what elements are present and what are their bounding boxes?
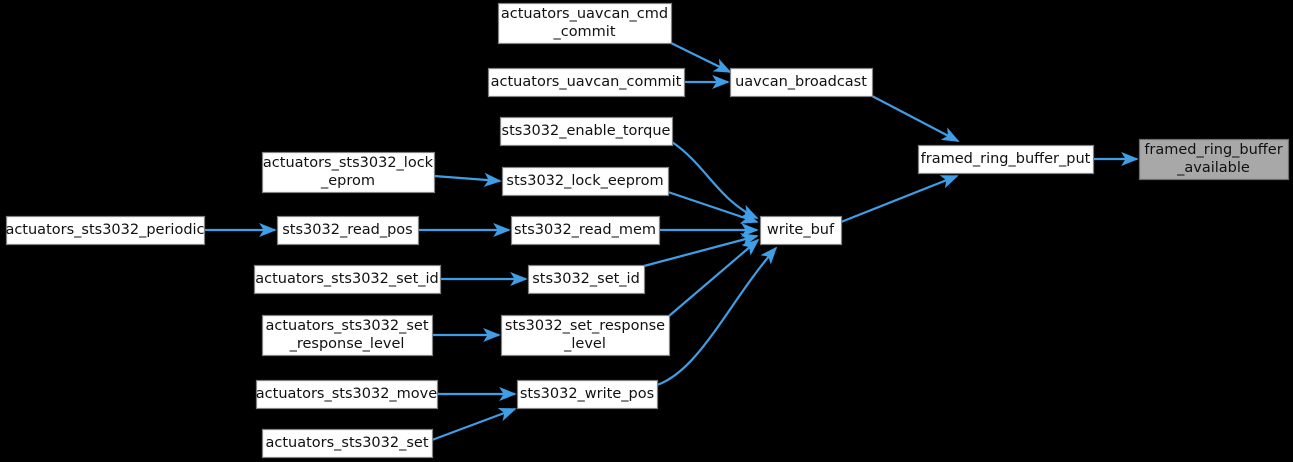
node-box[interactable] (729, 67, 874, 98)
node-box[interactable] (5, 215, 206, 246)
node-box[interactable] (917, 144, 1095, 175)
graph-node-actuators_uavcan_cmd_commit[interactable]: actuators_uavcan_cmd_commit (497, 2, 673, 45)
node-box[interactable] (501, 166, 670, 197)
call-edge (840, 174, 959, 224)
node-box[interactable] (261, 151, 436, 194)
graph-node-framed_ring_buffer_put[interactable]: framed_ring_buffer_put (917, 144, 1095, 175)
graph-node-actuators_sts3032_set_response_level[interactable]: actuators_sts3032_set_response_level (261, 314, 434, 357)
call-edge (656, 246, 778, 387)
node-box[interactable] (487, 67, 686, 98)
graph-node-write_buf[interactable]: write_buf (759, 215, 843, 246)
call-edge (433, 172, 502, 187)
graph-node-sts3032_lock_eeprom[interactable]: sts3032_lock_eeprom (501, 166, 670, 197)
node-box[interactable] (759, 215, 843, 246)
node-box[interactable] (261, 428, 434, 459)
call-edge (670, 42, 732, 73)
graph-node-actuators_sts3032_set[interactable]: actuators_sts3032_set (261, 428, 434, 459)
call-edge (643, 233, 759, 268)
graph-node-actuators_sts3032_periodic[interactable]: actuators_sts3032_periodic (5, 215, 206, 246)
node-box[interactable] (516, 379, 659, 410)
graph-node-framed_ring_buffer_available[interactable]: framed_ring_buffer_available (1138, 138, 1290, 181)
node-box[interactable] (261, 314, 434, 357)
node-box[interactable] (497, 2, 673, 45)
node-box[interactable] (255, 379, 439, 410)
graph-node-sts3032_write_pos[interactable]: sts3032_write_pos (516, 379, 659, 410)
graph-node-actuators_sts3032_move[interactable]: actuators_sts3032_move (255, 379, 439, 410)
edges-layer (204, 42, 1139, 442)
node-box[interactable] (276, 215, 420, 246)
graph-node-actuators_uavcan_commit[interactable]: actuators_uavcan_commit (487, 67, 686, 98)
call-edge (668, 238, 760, 317)
call-edge (667, 190, 759, 224)
graph-node-sts3032_read_pos[interactable]: sts3032_read_pos (276, 215, 420, 246)
graph-node-sts3032_enable_torque[interactable]: sts3032_enable_torque (499, 116, 674, 147)
graph-node-actuators_sts3032_lock_eprom[interactable]: actuators_sts3032_lock_eprom (261, 151, 436, 194)
graph-node-sts3032_set_response_level[interactable]: sts3032_set_response_level (500, 314, 671, 357)
node-box[interactable] (499, 116, 674, 147)
graph-node-actuators_sts3032_set_id[interactable]: actuators_sts3032_set_id (253, 264, 442, 295)
graph-node-sts3032_set_id[interactable]: sts3032_set_id (527, 264, 646, 295)
graph-node-uavcan_broadcast[interactable]: uavcan_broadcast (729, 67, 874, 98)
call-edge (431, 407, 517, 442)
call-edge (871, 95, 960, 142)
node-box[interactable] (1138, 138, 1290, 181)
nodes-layer: actuators_uavcan_cmd_commit actuators_uav… (5, 2, 1290, 459)
node-box[interactable] (510, 215, 661, 246)
node-box[interactable] (500, 314, 671, 357)
node-box[interactable] (527, 264, 646, 295)
graph-node-sts3032_read_mem[interactable]: sts3032_read_mem (510, 215, 661, 246)
node-box[interactable] (253, 264, 442, 295)
